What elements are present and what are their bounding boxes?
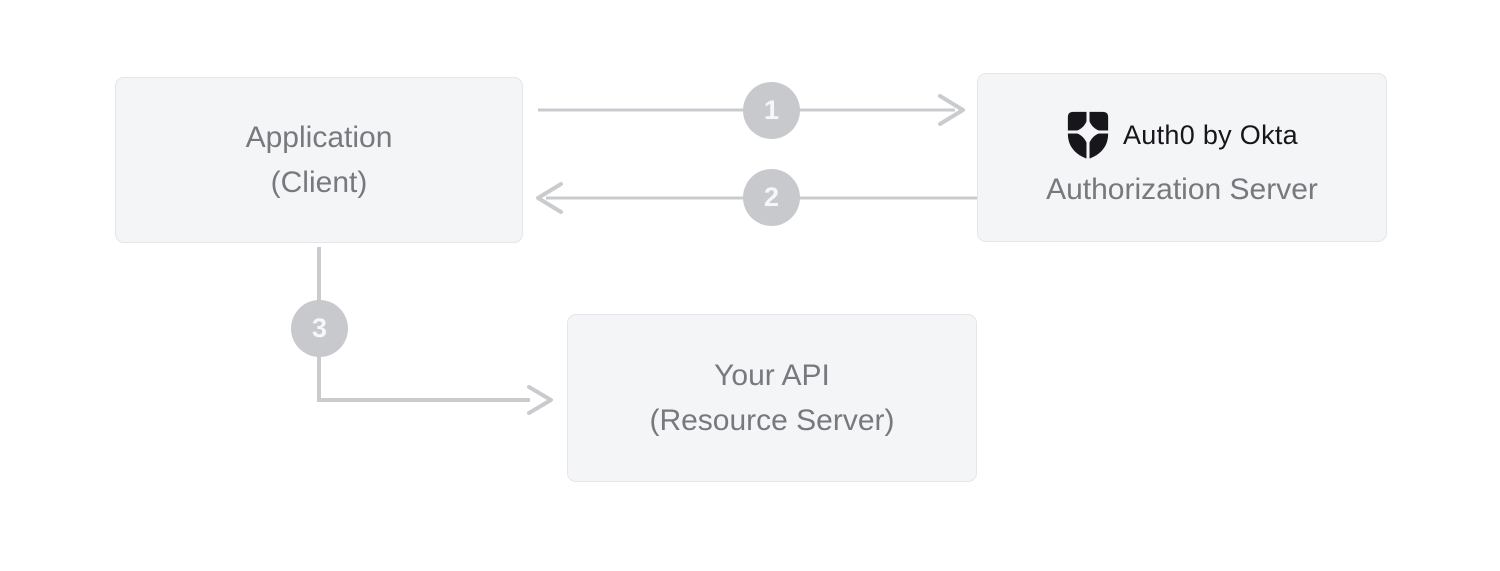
auth0-brand-row: Auth0 by Okta — [1066, 110, 1298, 160]
step-number-1: 1 — [763, 95, 780, 125]
step-badge-1: 1 — [743, 82, 800, 139]
node-your-api-resource-server: Your API (Resource Server) — [567, 314, 977, 482]
arrow-step-3 — [317, 247, 553, 415]
auth0-shield-icon — [1066, 110, 1110, 160]
authorization-server-label: Authorization Server — [1046, 172, 1318, 206]
step-badge-2: 2 — [743, 169, 800, 226]
node-application-client: Application (Client) — [115, 77, 523, 243]
step-number-2: 2 — [763, 182, 780, 212]
node-authorization-server: Auth0 by Okta Authorization Server — [977, 73, 1387, 242]
step-badge-3: 3 — [291, 300, 348, 357]
step-number-3: 3 — [311, 313, 328, 343]
api-label-line1: Your API — [714, 359, 830, 392]
auth0-wordmark: Auth0 by Okta — [1123, 119, 1298, 150]
api-label-line2: (Resource Server) — [649, 404, 895, 437]
application-label-line1: Application — [245, 121, 393, 154]
application-label-line2: (Client) — [270, 166, 368, 199]
